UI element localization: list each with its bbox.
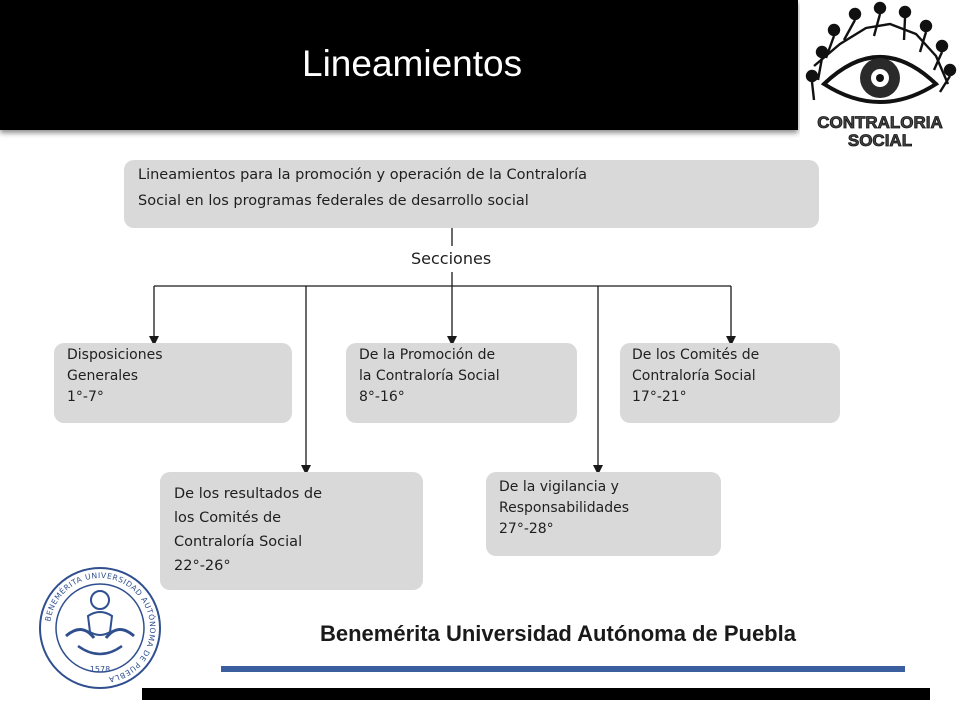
node-comites: De los Comités de Contraloría Social 17°…: [620, 343, 840, 423]
node-articles: 8°-16°: [359, 389, 405, 405]
node-line: Contraloría Social: [174, 534, 303, 550]
seal-year: 1578: [90, 665, 110, 674]
node-line: De los resultados de: [174, 486, 323, 502]
node-articles: 22°-26°: [174, 558, 231, 574]
root-line-1: Lineamientos para la promoción y operaci…: [138, 167, 587, 183]
contraloria-social-logo: CONTRALORIA SOCIAL: [800, 0, 960, 150]
node-line: De la Promoción de: [359, 347, 496, 363]
title-banner: Lineamientos: [0, 0, 798, 130]
node-line: los Comités de: [174, 510, 282, 526]
footer-black-bar: [142, 688, 930, 700]
node-line: De la vigilancia y: [499, 479, 619, 495]
root-node-lineamientos: Lineamientos para la promoción y operaci…: [124, 160, 819, 228]
university-name: Benemérita Universidad Autónoma de Puebl…: [320, 621, 796, 646]
node-line: Responsabilidades: [499, 500, 630, 516]
sections-label: Secciones: [411, 249, 492, 268]
footer-accent-bar: [221, 666, 905, 672]
node-line: Generales: [67, 368, 139, 384]
buap-seal: BENEMÉRITA UNIVERSIDAD AUTÓNOMA DE PUEBL…: [38, 566, 162, 690]
page-title: Lineamientos: [302, 43, 523, 84]
node-line: Disposiciones: [67, 347, 163, 363]
node-line: la Contraloría Social: [359, 368, 500, 384]
node-articles: 27°-28°: [499, 521, 554, 537]
node-promocion: De la Promoción de la Contraloría Social…: [346, 343, 577, 423]
root-line-2: Social en los programas federales de des…: [138, 193, 529, 209]
node-articles: 1°-7°: [67, 389, 104, 405]
node-disposiciones-generales: Disposiciones Generales 1°-7°: [54, 343, 292, 423]
node-line: Contraloría Social: [632, 368, 756, 384]
node-resultados: De los resultados de los Comités de Cont…: [160, 472, 423, 590]
university-seal-icon: BENEMÉRITA UNIVERSIDAD AUTÓNOMA DE PUEBL…: [39, 567, 161, 689]
logo-text-line2: SOCIAL: [848, 131, 912, 150]
node-vigilancia: De la vigilancia y Responsabilidades 27°…: [486, 472, 721, 556]
node-line: De los Comités de: [632, 347, 760, 363]
logo-text-line1: CONTRALORIA: [817, 113, 943, 132]
node-articles: 17°-21°: [632, 389, 687, 405]
contraloria-eye-logo-icon: CONTRALORIA SOCIAL: [805, 1, 957, 150]
